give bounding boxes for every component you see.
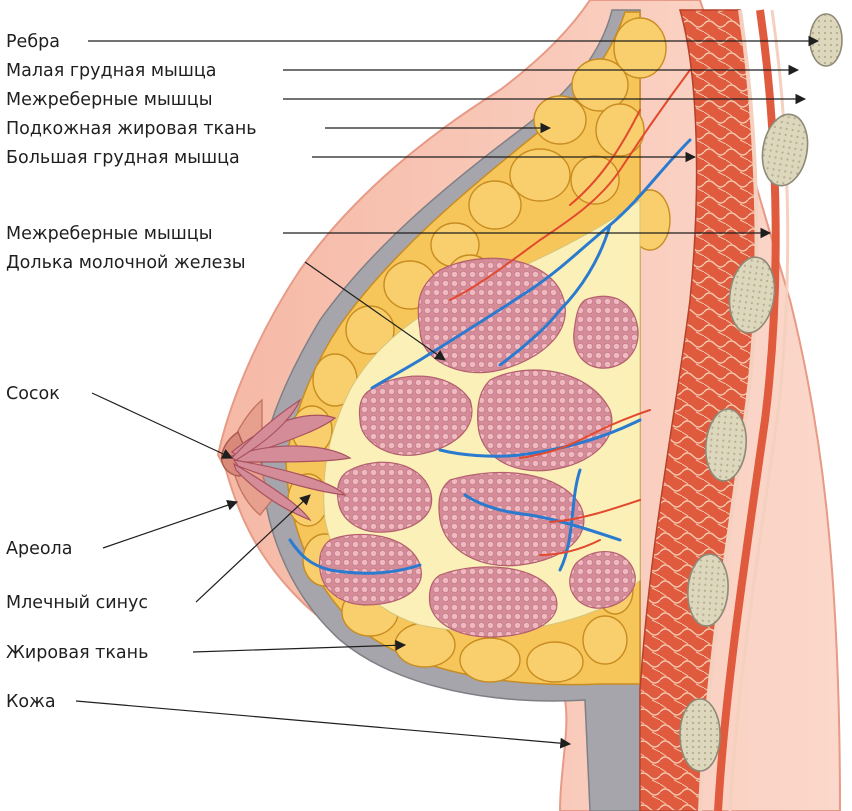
label-pectoralis-major: Большая грудная мышца xyxy=(6,148,240,168)
label-milk-sinus: Млечный синус xyxy=(6,593,148,613)
label-ribs: Ребра xyxy=(6,32,60,52)
label-fat-tissue: Жировая ткань xyxy=(6,643,148,663)
label-intercostal-top: Межреберные мышцы xyxy=(6,90,213,110)
leader-areola xyxy=(103,502,237,548)
label-pectoralis-minor: Малая грудная мышца xyxy=(6,61,217,81)
leader-nipple xyxy=(92,393,232,458)
label-nipple: Сосок xyxy=(6,384,60,404)
labels: Ребра Малая грудная мышца Межреберные мы… xyxy=(6,32,257,712)
label-skin: Кожа xyxy=(6,692,56,712)
anatomy-illustration xyxy=(218,0,842,811)
leader-skin xyxy=(76,701,570,744)
label-intercostal-mid: Межреберные мышцы xyxy=(6,224,213,244)
label-gland-lobule: Долька молочной железы xyxy=(6,253,246,273)
label-areola: Ареола xyxy=(6,539,72,559)
label-subcutaneous-fat: Подкожная жировая ткань xyxy=(6,119,257,139)
